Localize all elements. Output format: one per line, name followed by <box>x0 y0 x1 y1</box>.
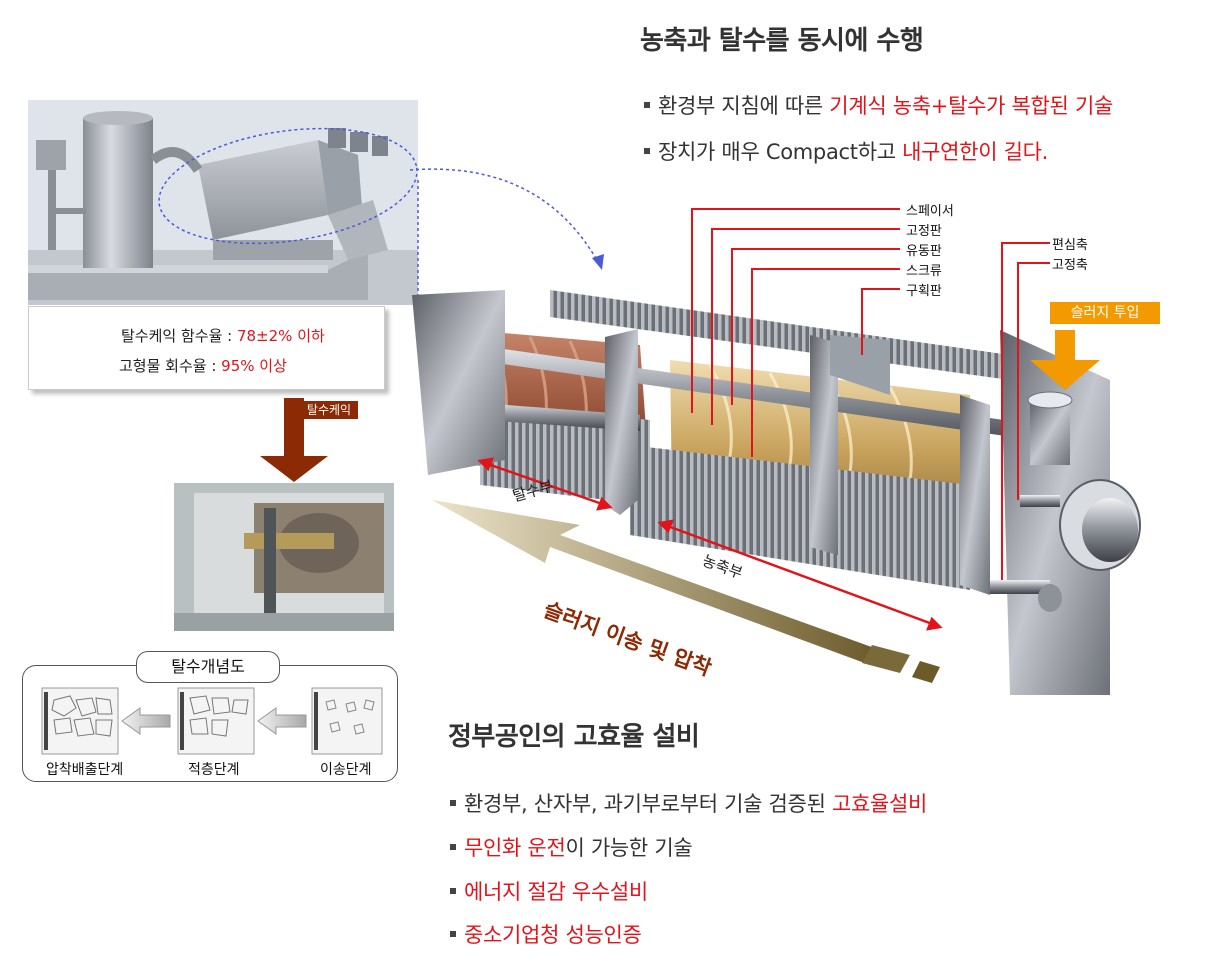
bullet-highlight: 에너지 절감 우수설비 <box>464 880 648 904</box>
bullet-text: 이 가능한 기술 <box>565 836 693 860</box>
sludge-input-tag: 슬러지 투입 <box>1050 302 1160 324</box>
section2-bullet-4: 중소기업청 성능인증 <box>450 919 642 949</box>
concept-title: 탈수개념도 <box>136 651 280 683</box>
bullet-highlight: 내구연한이 길다. <box>902 140 1049 164</box>
concept-stages <box>41 687 383 755</box>
spec-box: 탈수케익 함수율 : 78±2% 이하 고형물 회수율 : 95% 이상 <box>28 306 385 390</box>
bullet-text: 환경부, 산자부, 과기부로부터 기술 검증된 <box>464 792 832 816</box>
spec-value: 95% 이상 <box>221 357 287 375</box>
label-spacer: 스페이서 <box>906 204 954 219</box>
bullet-text: 장치가 매우 Compact하고 <box>658 140 903 164</box>
spec-label: 고형물 회수율 : <box>119 357 222 375</box>
bullet-square-icon <box>450 800 456 806</box>
spec-label: 탈수케익 함수율 : <box>121 327 237 345</box>
recovery-spec: 고형물 회수율 : 95% 이상 <box>119 355 287 376</box>
section2-bullet-2: 무인화 운전이 가능한 기술 <box>450 832 693 862</box>
spec-value: 78±2% 이하 <box>236 327 325 345</box>
bullet-highlight: 고효율설비 <box>831 792 928 816</box>
label-eccentric-shaft: 편심축 <box>1052 238 1088 253</box>
stage-label-stack: 적층단계 <box>188 762 240 778</box>
bullet-highlight: 중소기업청 성능인증 <box>464 923 642 947</box>
cake-tag: 탈수케익 <box>300 401 358 419</box>
label-fixed-plate: 고정판 <box>906 224 942 239</box>
bullet-highlight: 기계식 농축+탈수가 복합된 기술 <box>829 94 1113 118</box>
section1-bullet-1: 환경부 지침에 따른 기계식 농축+탈수가 복합된 기술 <box>644 90 1113 120</box>
stage-label-transfer: 이송단계 <box>320 762 372 778</box>
bullet-square-icon <box>450 931 456 937</box>
bullet-text: 환경부 지침에 따른 <box>658 94 830 118</box>
bullet-square-icon <box>644 148 650 154</box>
moisture-spec: 탈수케익 함수율 : 78±2% 이하 <box>121 325 325 346</box>
section1-heading: 농축과 탈수를 동시에 수행 <box>640 26 924 56</box>
machine-photo <box>28 100 418 305</box>
bullet-square-icon <box>450 844 456 850</box>
bullet-square-icon <box>644 102 650 108</box>
label-screw: 스크류 <box>906 264 942 279</box>
section1-bullet-2: 장치가 매우 Compact하고 내구연한이 길다. <box>644 136 1048 166</box>
stage-label-compress: 압착배출단계 <box>46 762 124 778</box>
cake-down-arrow <box>260 398 328 482</box>
bullet-highlight: 무인화 운전 <box>464 836 566 860</box>
label-partition-plate: 구획판 <box>906 284 942 299</box>
label-moving-plate: 유동판 <box>906 244 942 259</box>
connector-arrow <box>409 168 604 298</box>
label-fixed-shaft: 고정축 <box>1052 258 1088 273</box>
section2-bullet-3: 에너지 절감 우수설비 <box>450 876 648 906</box>
screw-press-diagram <box>412 208 1141 695</box>
cake-photo <box>174 483 394 631</box>
section2-bullet-1: 환경부, 산자부, 과기부로부터 기술 검증된 고효율설비 <box>450 788 927 818</box>
section2-heading: 정부공인의 고효율 설비 <box>448 722 700 752</box>
bullet-square-icon <box>450 888 456 894</box>
